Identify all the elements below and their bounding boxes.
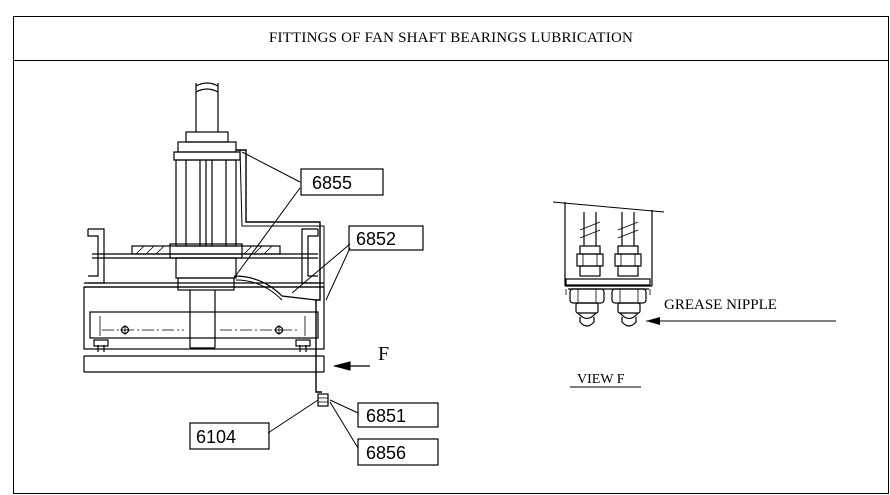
callout-6104-text: 6104 — [196, 427, 236, 447]
callout-6104: 6104 — [189, 422, 270, 450]
callout-6855-text: 6855 — [312, 173, 352, 193]
callout-6855: 6855 — [300, 168, 384, 196]
detail-view-f: GREASE NIPPLE VIEW F — [552, 201, 836, 388]
grease-nipple-label: GREASE NIPPLE — [664, 297, 777, 313]
callout-6856-text: 6856 — [366, 443, 406, 463]
callout-6851-text: 6851 — [366, 406, 406, 426]
title-bar: FITTINGS OF FAN SHAFT BEARINGS LUBRICATI… — [13, 16, 889, 61]
callout-6852: 6852 — [348, 225, 424, 251]
callout-6852-text: 6852 — [356, 229, 396, 249]
leader-lines — [233, 151, 359, 449]
view-caption: VIEW F — [577, 372, 625, 387]
callout-6851: 6851 — [357, 402, 439, 428]
callout-6856: 6856 — [357, 438, 439, 466]
fan-shaft-assembly: F — [83, 82, 389, 407]
view-arrow-label: F — [378, 343, 389, 365]
drawing-title: FITTINGS OF FAN SHAFT BEARINGS LUBRICATI… — [268, 30, 634, 46]
